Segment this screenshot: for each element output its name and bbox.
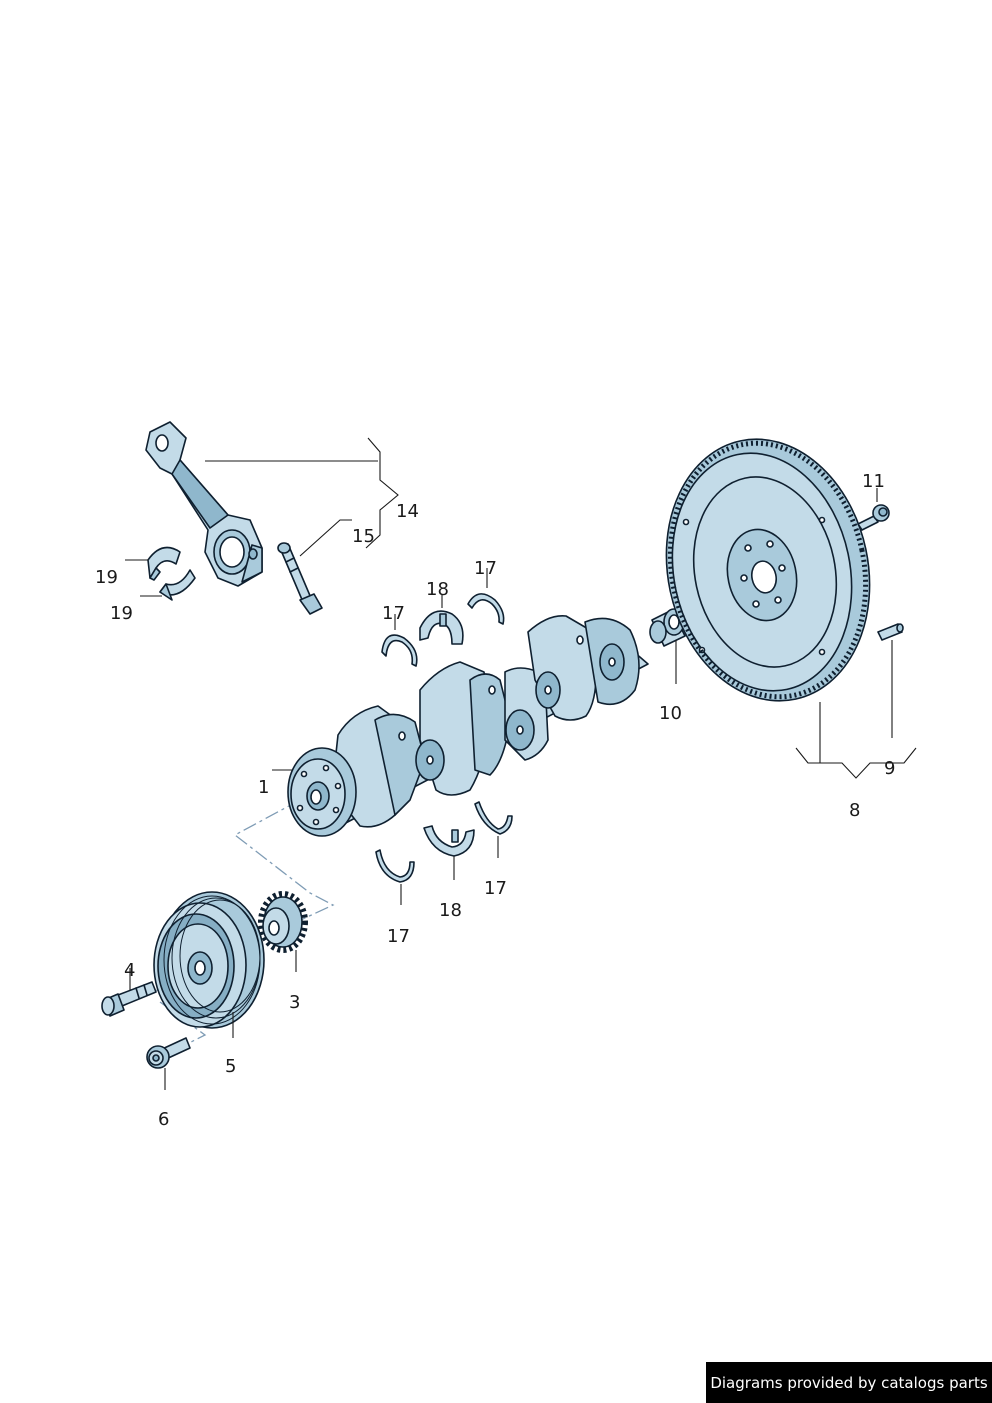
crank-sprocket	[258, 891, 308, 953]
crankshaft	[287, 615, 649, 837]
callout-17-bottom-left: 17	[387, 926, 410, 947]
callout-1: 1	[258, 777, 269, 798]
callout-15: 15	[352, 526, 375, 547]
callout-6: 6	[158, 1109, 169, 1130]
connecting-rod	[145, 421, 263, 587]
credit-banner: Diagrams provided by catalogs parts	[706, 1362, 992, 1403]
callout-18-top: 18	[426, 579, 449, 600]
callout-14: 14	[396, 501, 419, 522]
flywheel-bolt	[857, 504, 890, 531]
callout-17-top-left: 17	[382, 603, 405, 624]
callout-10: 10	[659, 703, 682, 724]
callout-17-bottom-right: 17	[484, 878, 507, 899]
flange-bolt	[146, 1037, 191, 1069]
callout-17-top-right: 17	[474, 558, 497, 579]
callout-8: 8	[849, 800, 860, 821]
vibration-damper	[153, 891, 265, 1029]
callout-19-upper: 19	[95, 567, 118, 588]
callout-4: 4	[124, 960, 135, 981]
rod-bearing-shells	[147, 546, 196, 601]
rod-bolt	[277, 542, 323, 615]
dowel-pin	[877, 623, 904, 641]
callout-5: 5	[225, 1056, 236, 1077]
callout-9: 9	[884, 758, 895, 779]
leader-lines	[125, 437, 917, 1090]
callout-19-lower: 19	[110, 603, 133, 624]
callout-labels: 1 3 4 5 6 8 9 10 11 14 15 17 17 17 17 18…	[95, 471, 895, 1130]
main-bearing-shells	[419, 610, 475, 857]
callout-11: 11	[862, 471, 885, 492]
thrust-washers	[375, 593, 513, 883]
callout-3: 3	[289, 992, 300, 1013]
flywheel	[665, 438, 871, 702]
callout-18-bottom: 18	[439, 900, 462, 921]
damper-bolt	[101, 981, 157, 1017]
